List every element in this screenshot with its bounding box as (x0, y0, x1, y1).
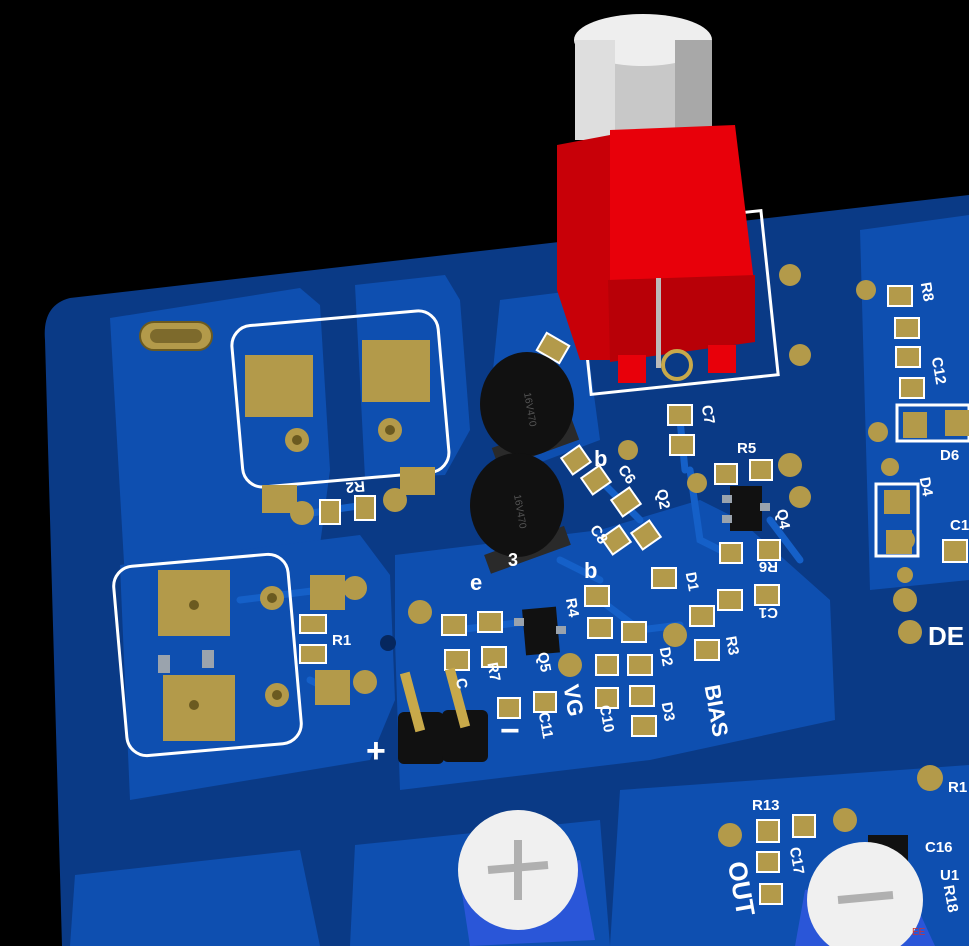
label-r7: R7 (483, 661, 503, 683)
label-c10: C10 (596, 704, 618, 734)
label-c1: C1 (759, 604, 778, 621)
label-r13: R13 (752, 797, 780, 814)
capacitor-bottom: 16V470 (470, 453, 571, 574)
label-c7: C7 (698, 404, 718, 426)
watermark: EE (912, 927, 926, 938)
label-r1: R1 (332, 632, 351, 649)
trimmer-pot-right (795, 842, 935, 946)
label-c11: C11 (535, 711, 556, 740)
label-d4: D4 (916, 476, 936, 498)
label-pin-b-top: b (594, 446, 607, 471)
right-smd-pads (756, 285, 968, 905)
label-c17: C17 (786, 846, 808, 876)
label-d1: D1 (682, 571, 702, 593)
q5-sot23 (514, 606, 566, 656)
vias (408, 264, 943, 847)
drill-hole (380, 635, 396, 651)
label-minus: − (500, 712, 520, 750)
label-vg: VG (558, 683, 588, 719)
label-de: DE (928, 621, 964, 651)
q4-sot23 (722, 486, 770, 531)
label-d2: D2 (656, 646, 676, 668)
label-u1: U1 (940, 867, 959, 884)
label-pin-e: e (470, 570, 482, 595)
silkscreen: R2 R1 R4 R5 R6 R7 R8 R3 R13 R18 R1 C7 C6… (332, 281, 969, 938)
d6-footprint (895, 403, 969, 443)
label-pin-b-bottom: b (584, 558, 597, 583)
label-q5: Q5 (534, 651, 554, 674)
label-r2: R2 (345, 477, 366, 496)
label-r6: R6 (759, 558, 778, 575)
label-r4: R4 (562, 597, 582, 619)
d4-footprint (874, 482, 920, 558)
label-r5: R5 (737, 440, 756, 457)
smd-pads (441, 331, 781, 737)
label-d6: D6 (940, 447, 959, 464)
label-c16: C16 (925, 839, 953, 856)
label-r18: R18 (940, 884, 962, 914)
label-c12: C12 (928, 356, 950, 386)
label-pin-3: 3 (508, 550, 518, 570)
label-r8: R8 (917, 281, 937, 303)
label-c-partial: C (452, 677, 471, 691)
pin-header (398, 667, 488, 764)
label-r3: R3 (722, 635, 742, 657)
r2-footprint (230, 309, 451, 525)
label-d3: D3 (658, 701, 678, 723)
trimmer-pot-left (458, 810, 595, 946)
label-c1x: C1 (950, 517, 969, 534)
label-q2: Q2 (653, 488, 673, 511)
label-plus: + (366, 732, 386, 770)
r1-footprint (112, 552, 377, 758)
label-r1x: R1 (948, 779, 967, 796)
label-q4: Q4 (773, 508, 793, 531)
rca-connector (557, 14, 755, 383)
